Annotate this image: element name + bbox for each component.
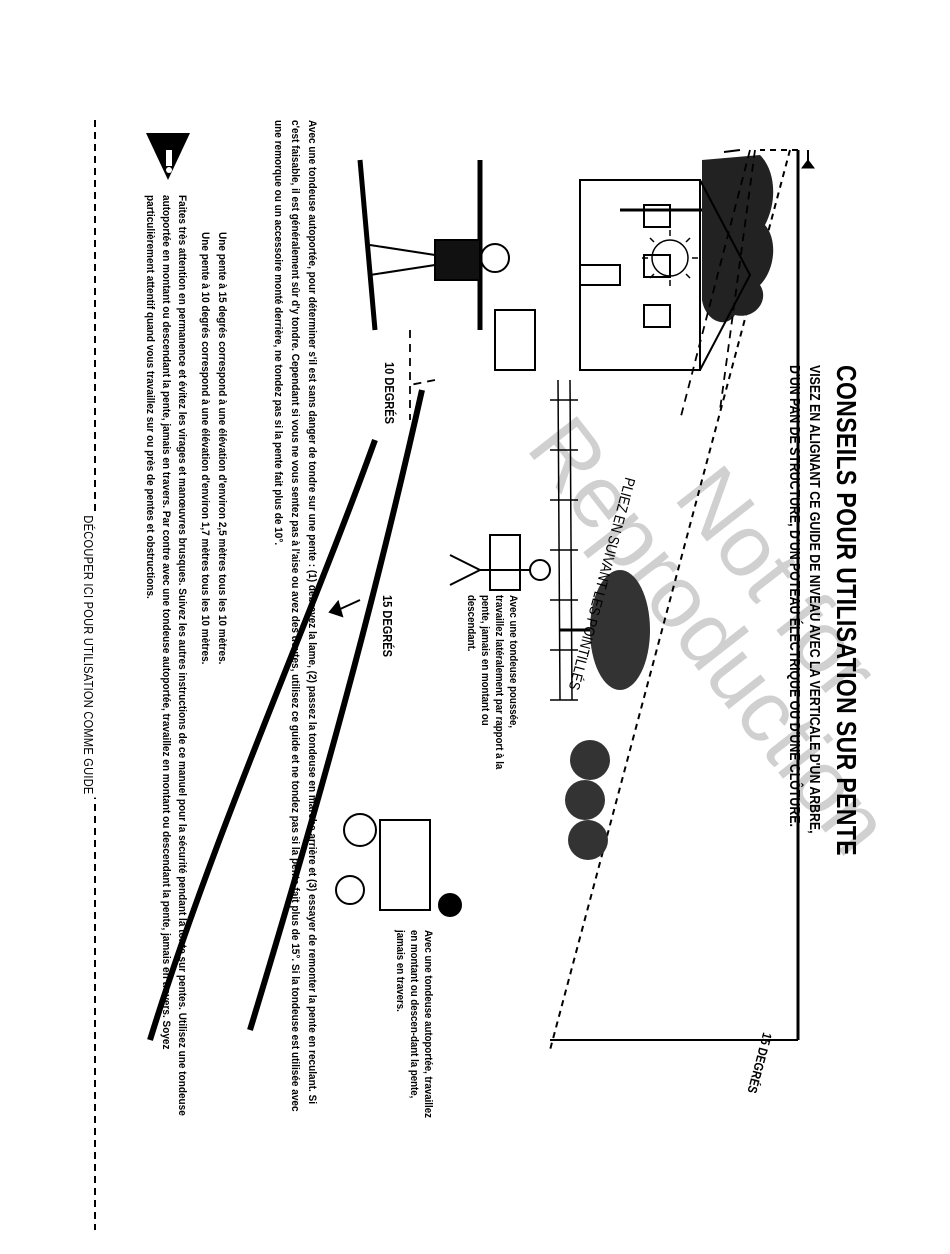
- sun-icon: [642, 230, 698, 286]
- sighting-lines: [409, 149, 756, 421]
- page-title: CONSEILS POUR UTILISATION SUR PENTE: [831, 365, 862, 857]
- subtitle-line1: VISEZ EN ALIGNANT CE GUIDE DE NIVEAU AVE…: [806, 365, 822, 834]
- caption-riding-mower: Avec une tondeuse autoportée, travaillez…: [394, 930, 434, 1118]
- fence: [550, 379, 578, 701]
- slope-15-ground: [147, 438, 378, 1041]
- tree-icon: [620, 155, 774, 323]
- bushes: [560, 570, 650, 860]
- slope-10-ground: [247, 389, 425, 1031]
- warning-text: Faites très attention en permanence et é…: [144, 195, 188, 1116]
- guide-tick: [723, 149, 741, 153]
- caption-push-mower: Avec une tondeuse poussée, travaillez la…: [465, 595, 519, 770]
- paragraph-riding-test: Avec une tondeuse autoportée, pour déter…: [272, 120, 318, 1112]
- page-subtitle: VISEZ EN ALIGNANT CE GUIDE DE NIVEAU AVE…: [784, 365, 824, 1130]
- subtitle-line2: D'UN PAN DE STRUCTURE, D'UN POTEAU ÉLECT…: [786, 365, 802, 827]
- elevation-15-text: Une pente à 15 degrés correspond à une é…: [216, 232, 228, 665]
- arrow-down-icon: [328, 599, 361, 618]
- elevation-10-text: Une pente à 10 degrés correspond à une é…: [199, 232, 211, 665]
- walking-person: [369, 239, 536, 371]
- riding-mower-person: [335, 813, 462, 917]
- cut-instruction: DÉCOUPER ICI POUR UTILISATION COMME GUID…: [81, 512, 96, 798]
- house-icon: [579, 179, 752, 371]
- slope-15-label: 15 DEGRÉS: [380, 595, 395, 658]
- push-mower-person: [449, 534, 551, 591]
- slope-10-label: 10 DEGRÉS: [382, 362, 397, 425]
